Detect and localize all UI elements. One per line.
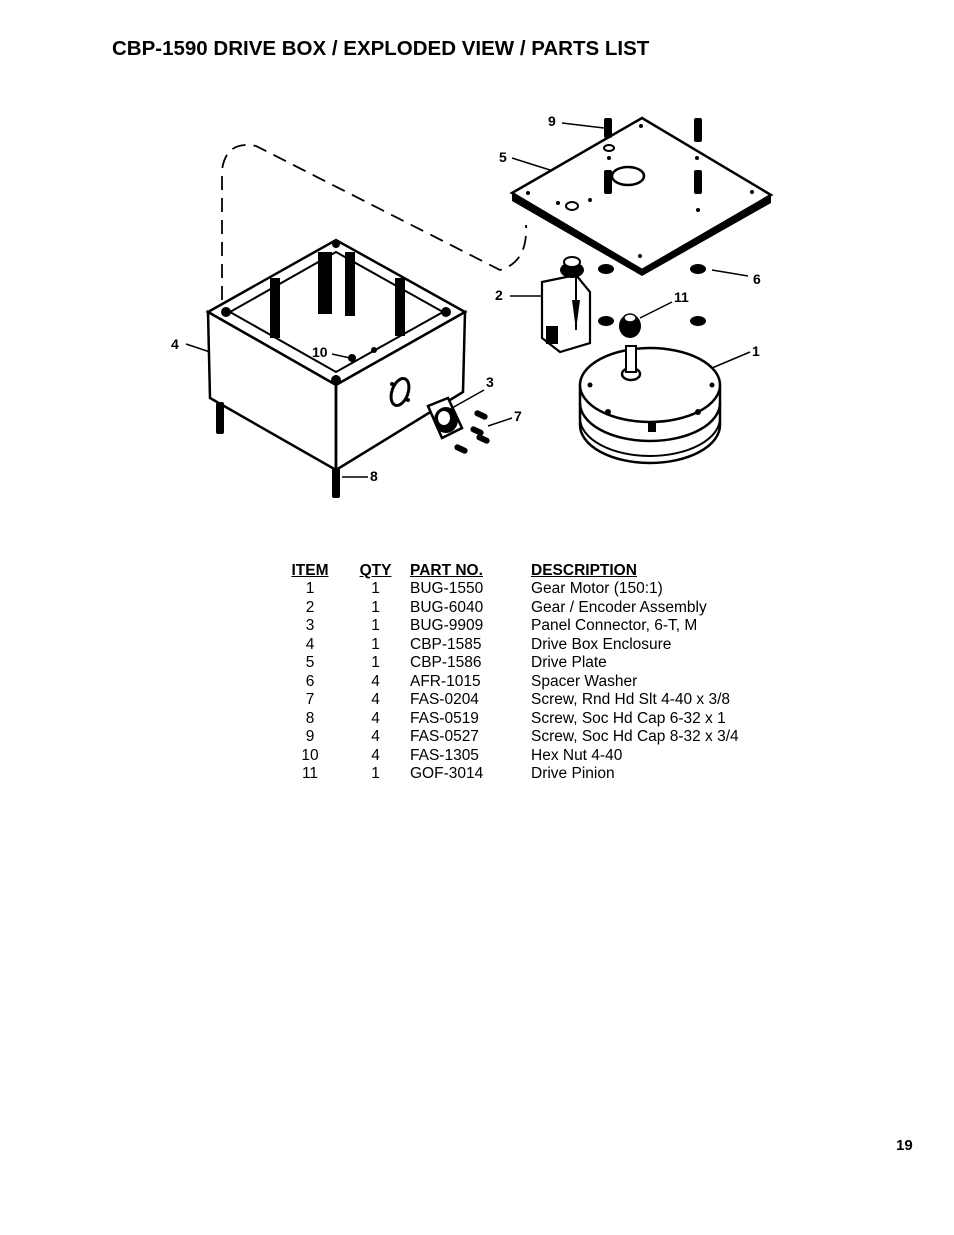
cell-item: 2	[305, 598, 315, 616]
header-item: ITEM	[291, 562, 329, 579]
header-part-no: PART NO.	[410, 562, 483, 579]
cell-item: 5	[305, 654, 315, 671]
table-row: 9 4 FAS-0527 Screw, Soc Hd Cap 8-32 x 3/4	[274, 728, 761, 747]
table-row: 2 1 BUG-6040 Gear / Encoder Assembly	[274, 599, 761, 618]
cell-qty: 4	[371, 746, 380, 764]
table-row: 3 1 BUG-9909 Panel Connector, 6-T, M	[274, 617, 761, 636]
callout-1: 1	[752, 343, 760, 359]
callout-2: 2	[495, 287, 503, 303]
page-number: 19	[896, 1137, 913, 1154]
gear-motor	[578, 345, 722, 465]
drive-pinion	[619, 313, 641, 338]
cell-description: Spacer Washer	[531, 672, 638, 690]
callout-9: 9	[548, 113, 556, 129]
cell-part-no: FAS-1305	[410, 746, 479, 764]
cell-qty: 4	[371, 709, 380, 727]
cell-qty: 4	[371, 672, 380, 690]
drive-box-enclosure	[205, 238, 468, 473]
cell-description: Drive Plate	[531, 654, 607, 671]
cell-qty: 1	[371, 765, 380, 782]
cell-qty: 4	[371, 728, 380, 745]
callout-3: 3	[486, 374, 494, 390]
cell-part-no: FAS-0519	[410, 709, 479, 727]
table-row: 5 1 CBP-1586 Drive Plate	[274, 654, 761, 673]
callout-7: 7	[514, 408, 522, 424]
cell-part-no: GOF-3014	[410, 765, 484, 782]
callout-4: 4	[171, 336, 179, 352]
cell-qty: 4	[371, 691, 380, 708]
cell-qty: 1	[371, 635, 380, 653]
parts-table-header-row: ITEM QTY PART NO. DESCRIPTION	[274, 561, 761, 580]
cell-qty: 1	[371, 580, 380, 597]
callout-6: 6	[753, 271, 761, 287]
header-description: DESCRIPTION	[531, 562, 637, 579]
spacer-washers	[598, 264, 706, 326]
cell-part-no: CBP-1585	[410, 635, 482, 653]
cell-item: 4	[305, 635, 315, 653]
assembly-dashed-line	[221, 144, 527, 300]
cell-item: 1	[305, 580, 315, 597]
plate-screws	[604, 118, 702, 194]
cell-description: Screw, Rnd Hd Slt 4-40 x 3/8	[531, 691, 731, 708]
drive-plate	[509, 116, 774, 276]
cell-description: Panel Connector, 6-T, M	[531, 617, 698, 634]
cell-part-no: BUG-1550	[410, 580, 484, 597]
round-head-screws	[454, 410, 490, 454]
cell-item: 7	[305, 691, 315, 708]
cell-part-no: BUG-9909	[410, 617, 484, 634]
leader-lines	[185, 122, 751, 478]
cell-description: Drive Box Enclosure	[531, 635, 672, 653]
cell-part-no: BUG-6040	[410, 598, 484, 616]
callout-8: 8	[370, 468, 378, 484]
cell-description: Gear / Encoder Assembly	[531, 598, 707, 616]
table-row: 10 4 FAS-1305 Hex Nut 4-40	[274, 747, 761, 766]
table-row: 8 4 FAS-0519 Screw, Soc Hd Cap 6-32 x 1	[274, 710, 761, 729]
cell-description: Drive Pinion	[531, 765, 615, 782]
table-row: 7 4 FAS-0204 Screw, Rnd Hd Slt 4-40 x 3/8	[274, 691, 761, 710]
cell-item: 11	[301, 765, 319, 782]
table-row: 6 4 AFR-1015 Spacer Washer	[274, 673, 761, 692]
table-row: 1 1 BUG-1550 Gear Motor (150:1)	[274, 580, 761, 599]
cell-description: Screw, Soc Hd Cap 8-32 x 3/4	[531, 728, 739, 745]
cell-item: 8	[305, 709, 315, 727]
cell-item: 3	[305, 617, 315, 634]
cell-item: 10	[301, 746, 319, 764]
callout-5: 5	[499, 149, 507, 165]
cell-description: Screw, Soc Hd Cap 6-32 x 1	[531, 709, 726, 727]
cell-part-no: FAS-0527	[410, 728, 479, 745]
cell-qty: 1	[371, 617, 380, 634]
gear-encoder-assembly	[540, 256, 592, 354]
cell-part-no: FAS-0204	[410, 691, 479, 708]
cell-qty: 1	[371, 598, 380, 616]
table-row: 4 1 CBP-1585 Drive Box Enclosure	[274, 636, 761, 655]
cell-description: Hex Nut 4-40	[531, 746, 623, 764]
page-title: CBP-1590 DRIVE BOX / EXPLODED VIEW / PAR…	[112, 37, 650, 60]
cell-qty: 1	[371, 654, 380, 671]
callout-11: 11	[674, 289, 689, 305]
exploded-view-diagram: 9 5 6 2 11 1 4 10 3 7 8	[171, 113, 774, 498]
cell-item: 6	[305, 672, 315, 690]
cell-part-no: CBP-1586	[410, 654, 482, 671]
cell-part-no: AFR-1015	[410, 672, 481, 690]
header-qty: QTY	[359, 562, 392, 579]
cell-description: Gear Motor (150:1)	[531, 580, 663, 597]
cell-item: 9	[305, 728, 315, 745]
panel-connector	[426, 396, 464, 440]
enclosure-screws	[216, 402, 340, 498]
callout-10: 10	[312, 344, 328, 360]
